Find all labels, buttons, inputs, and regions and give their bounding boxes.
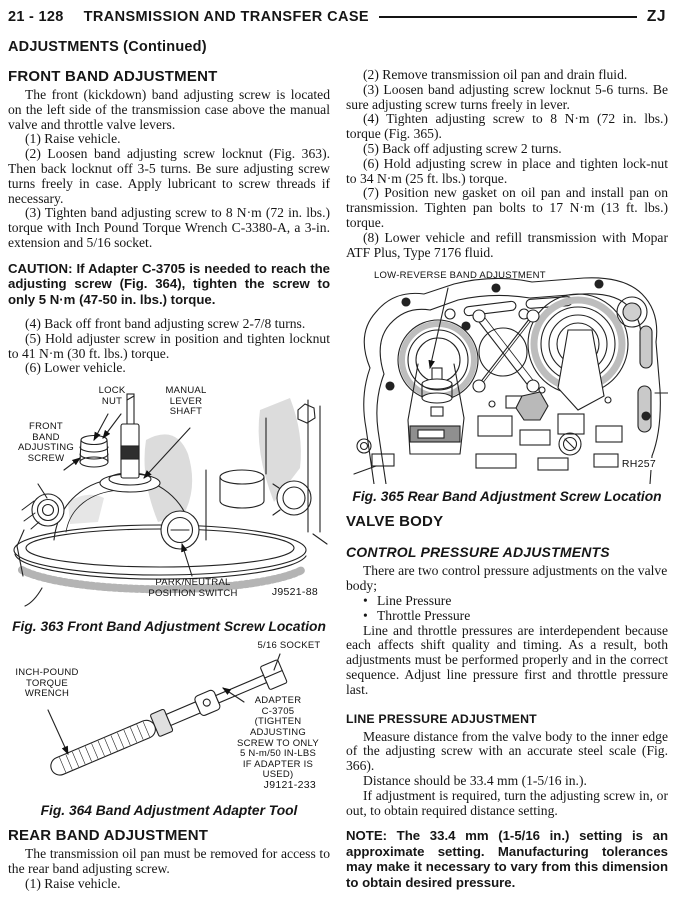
figure-364: 5/16 SOCKET INCH-POUND TORQUE WRENCH ADA… [8, 640, 330, 798]
fig364-label-adapter: ADAPTER C-3705 (TIGHTEN ADJUSTING SCREW … [237, 695, 319, 781]
fig364-label-socket: 5/16 SOCKET [257, 640, 321, 652]
front-band-intro: The front (kickdown) band adjusting scre… [8, 87, 330, 132]
control-pressure-intro: There are two control pressure adjustmen… [346, 563, 668, 594]
fig364-label-torque-wrench: INCH-POUND TORQUE WRENCH [15, 667, 79, 700]
front-band-step-1: (1) Raise vehicle. [25, 131, 121, 147]
rear-band-step-7: (7) Position new gasket on oil pan and i… [346, 185, 668, 230]
figure-365: LOW-REVERSE BAND ADJUSTMENT RH257 [346, 268, 668, 485]
rear-band-step-2: (2) Remove transmission oil pan and drai… [363, 67, 628, 82]
front-band-step-5: (5) Hold adjuster screw in position and … [8, 330, 330, 361]
page-header: 21 - 128 TRANSMISSION AND TRANSFER CASE … [0, 0, 676, 26]
front-band-step-4: (4) Back off front band adjusting screw … [25, 315, 306, 331]
rear-band-step-4: (4) Tighten adjusting screw to 8 N·m (72… [346, 111, 668, 142]
header-rule [378, 15, 637, 19]
rear-band-step-3: (3) Loosen band adjusting screw locknut … [346, 81, 668, 112]
rear-band-step-5: (5) Back off adjusting screw 2 turns. [363, 140, 562, 156]
figure-363: LOCK NUT MANUAL LEVER SHAFT FRONT BAND A… [8, 382, 330, 614]
fig363-label-front-band-adjusting-screw: FRONT BAND ADJUSTING SCREW [17, 421, 75, 464]
valve-body-heading: VALVE BODY [346, 513, 444, 531]
line-pressure-p1: Measure distance from the valve body to … [346, 728, 668, 774]
rear-band-step-6: (6) Hold adjusting screw in place and ti… [346, 155, 668, 186]
front-band-step-2: (2) Loosen band adjusting screw locknut … [8, 146, 330, 206]
note-block: NOTE: The 33.4 mm (1-5/16 in.) setting i… [346, 828, 668, 890]
rear-band-step-8: (8) Lower vehicle and refill transmissio… [346, 229, 668, 260]
line-pressure-heading: LINE PRESSURE ADJUSTMENT [346, 711, 537, 726]
left-column: FRONT BAND ADJUSTMENT The front (kickdow… [8, 59, 330, 900]
fig365-caption: Fig. 365 Rear Band Adjustment Screw Loca… [352, 489, 662, 505]
rear-band-heading: REAR BAND ADJUSTMENT [8, 827, 209, 845]
control-pressure-body: Line and throttle pressures are interdep… [346, 622, 668, 697]
front-band-step-6: (6) Lower vehicle. [25, 360, 126, 376]
front-band-heading: FRONT BAND ADJUSTMENT [8, 68, 218, 85]
line-pressure-p2: Distance should be 33.4 mm (1-5/16 in.). [363, 772, 587, 788]
control-pressure-subheading: CONTROL PRESSURE ADJUSTMENTS [346, 544, 610, 561]
caution-block: CAUTION: If Adapter C-3705 is needed to … [8, 260, 330, 307]
model-code: ZJ [646, 8, 666, 25]
fig363-label-lock-nut: LOCK NUT [98, 385, 126, 407]
line-pressure-p3: If adjustment is required, turn the adju… [346, 787, 668, 818]
fig363-label-park-neutral-switch: PARK/NEUTRAL POSITION SWITCH [148, 577, 238, 599]
fig363-illustration [13, 393, 328, 607]
fig364-illustration [47, 653, 288, 776]
fig364-code: J9121-233 [261, 779, 318, 792]
rear-band-step-1: (1) Raise vehicle. [25, 875, 121, 891]
fig365-label-low-reverse-band-adjustment: LOW-REVERSE BAND ADJUSTMENT [374, 270, 546, 282]
bullet-line-pressure: Line Pressure [346, 593, 668, 609]
page-number: 21 - 128 [8, 9, 64, 25]
fig364-caption: Fig. 364 Band Adjustment Adapter Tool [40, 803, 298, 819]
rear-band-intro: The transmission oil pan must be removed… [8, 846, 330, 876]
fig363-label-manual-lever-shaft: MANUAL LEVER SHAFT [165, 385, 207, 418]
fig363-caption: Fig. 363 Front Band Adjustment Screw Loc… [12, 619, 326, 635]
chapter-title: TRANSMISSION AND TRANSFER CASE [83, 9, 369, 25]
fig365-illustration [353, 277, 668, 485]
section-title: ADJUSTMENTS (Continued) [8, 39, 207, 55]
right-column: (2) Remove transmission oil pan and drai… [346, 59, 668, 900]
bullet-throttle-pressure: Throttle Pressure [346, 608, 668, 624]
front-band-step-3: (3) Tighten band adjusting screw to 8 N·… [8, 205, 330, 250]
fig363-code: J9521-88 [269, 586, 320, 599]
two-column-body: FRONT BAND ADJUSTMENT The front (kickdow… [0, 55, 676, 900]
fig365-code: RH257 [619, 458, 658, 471]
